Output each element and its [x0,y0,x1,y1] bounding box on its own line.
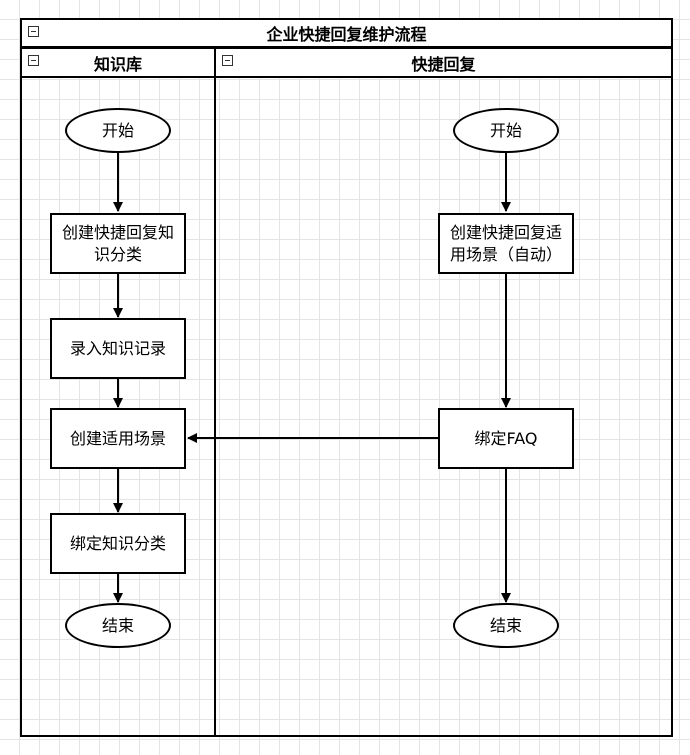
node-qr-start-label: 开始 [489,120,522,140]
node-qr-create-scene-auto[interactable]: 创建快捷回复适用场景（自动） [438,213,574,274]
node-qr-create-scene-auto-label: 创建快捷回复适用场景（自动） [449,222,562,264]
node-qr-end[interactable]: 结束 [453,603,559,648]
collapse-lane-quick-reply-icon[interactable] [222,55,233,66]
lane-header-quick-reply: 快捷回复 [214,47,673,78]
node-kb-start[interactable]: 开始 [65,108,171,153]
collapse-lane-knowledge-base-icon[interactable] [28,55,39,66]
node-qr-bind-faq-label: 绑定FAQ [474,428,538,448]
pool-title: 企业快捷回复维护流程 [266,25,427,44]
node-qr-end-label: 结束 [489,615,522,635]
lane-divider [214,47,216,737]
collapse-pool-icon[interactable] [28,26,39,37]
node-kb-create-category[interactable]: 创建快捷回复知识分类 [50,213,186,274]
node-kb-start-label: 开始 [101,120,134,140]
lane-title-quick-reply: 快捷回复 [411,54,476,74]
node-kb-end-label: 结束 [101,615,134,635]
node-kb-bind-category[interactable]: 绑定知识分类 [50,513,186,574]
lane-header-knowledge-base: 知识库 [20,47,216,78]
node-kb-input-record-label: 录入知识记录 [69,338,166,358]
node-qr-start[interactable]: 开始 [453,108,559,153]
node-kb-bind-category-label: 绑定知识分类 [69,533,166,553]
node-kb-create-scene-label: 创建适用场景 [69,428,166,448]
node-kb-end[interactable]: 结束 [65,603,171,648]
node-kb-create-category-label: 创建快捷回复知识分类 [61,222,174,264]
node-kb-input-record[interactable]: 录入知识记录 [50,318,186,379]
node-kb-create-scene[interactable]: 创建适用场景 [50,408,186,469]
node-qr-bind-faq[interactable]: 绑定FAQ [438,408,574,469]
lane-title-knowledge-base: 知识库 [93,54,142,74]
